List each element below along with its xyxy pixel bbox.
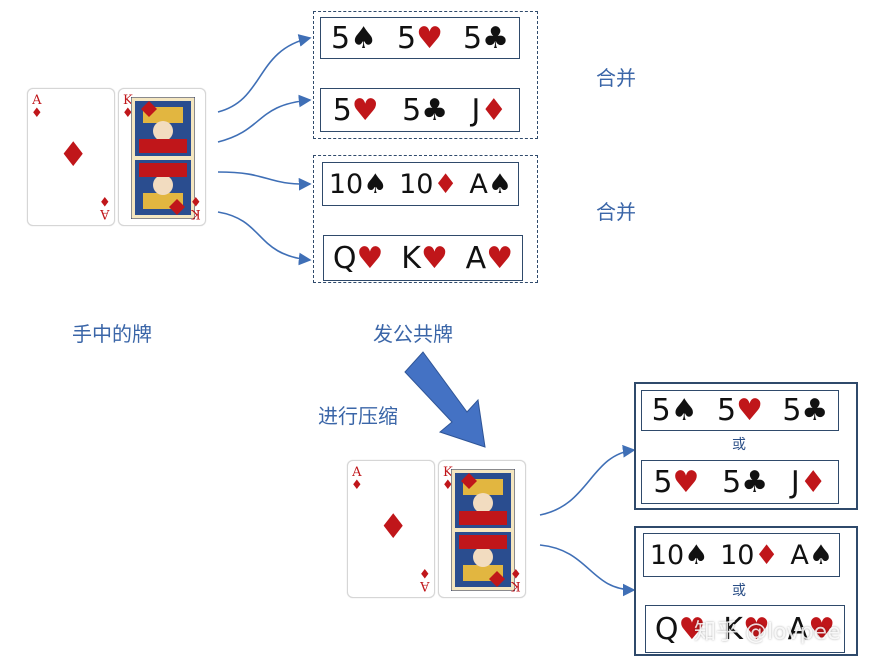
or-label-2: 或 [732, 583, 746, 599]
board-2: 5♥ 5♣ J♦ [320, 88, 520, 132]
compressed-group-1 [634, 382, 858, 510]
curve-6 [539, 544, 636, 597]
compressed-board-2: 5♥ 5♣ J♦ [641, 460, 839, 504]
curve-5 [539, 444, 636, 516]
compressed-board-3: 10♠ 10♦ A♠ [643, 533, 840, 577]
hand-card-king-diamonds-compressed: K♦ K♦ [438, 460, 526, 598]
curve-3 [217, 171, 312, 191]
hand-label: 手中的牌 [72, 322, 152, 346]
compress-label: 进行压缩 [318, 404, 398, 428]
board-4: Q♥ K♥ A♥ [323, 235, 523, 281]
board-3: 10♠ 10♦ A♠ [322, 162, 519, 206]
group-frame-1 [313, 11, 538, 139]
king-face-illustration [131, 97, 195, 219]
compressed-board-1: 5♠ 5♥ 5♣ [641, 390, 839, 431]
or-label-1: 或 [732, 437, 746, 453]
hand-card-ace-diamonds-compressed: A♦ ♦ A♦ [347, 460, 435, 598]
group-frame-2 [313, 155, 538, 283]
curve-1 [217, 34, 312, 113]
hand-card-king-diamonds: K♦ K♦ [118, 88, 206, 226]
compressed-board-4: Q♥ K♥ A♥ [645, 605, 845, 653]
merge-label-1: 合并 [596, 66, 636, 90]
compressed-group-2 [634, 526, 858, 656]
curve-2 [217, 94, 312, 143]
community-label: 发公共牌 [373, 322, 453, 346]
board-1: 5♠ 5♥ 5♣ [320, 17, 520, 59]
compress-arrow [404, 351, 486, 448]
watermark: 知乎 @lovpee [694, 620, 841, 645]
merge-label-2: 合并 [596, 200, 636, 224]
king-face-illustration [451, 469, 515, 591]
curve-4 [217, 211, 312, 266]
hand-card-ace-diamonds: A♦ ♦ A♦ [27, 88, 115, 226]
